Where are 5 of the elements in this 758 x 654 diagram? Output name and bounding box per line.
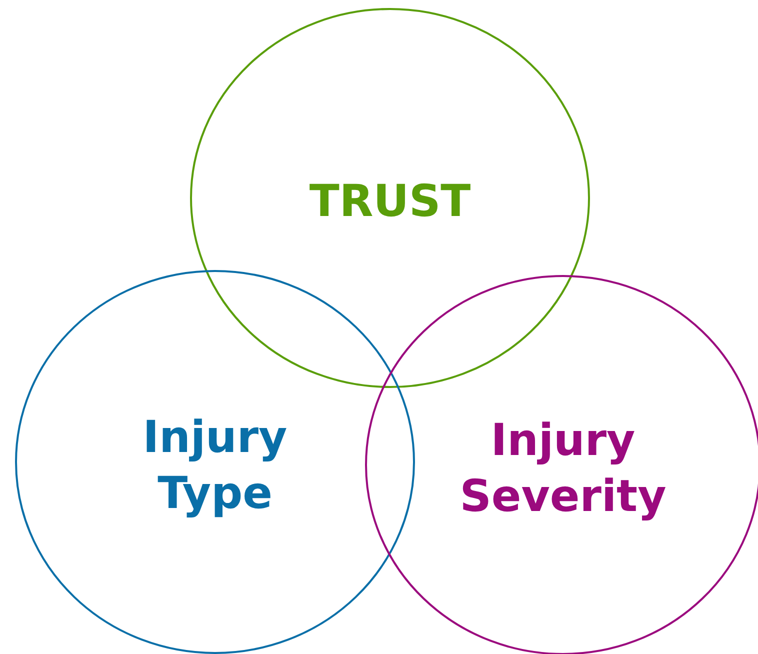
circle-label: Injury Severity: [458, 414, 668, 524]
venn-circle: [191, 9, 589, 387]
circle-label: Injury Type: [142, 411, 288, 521]
venn-circle: [16, 271, 414, 653]
circle-label: TRUST: [308, 175, 472, 229]
